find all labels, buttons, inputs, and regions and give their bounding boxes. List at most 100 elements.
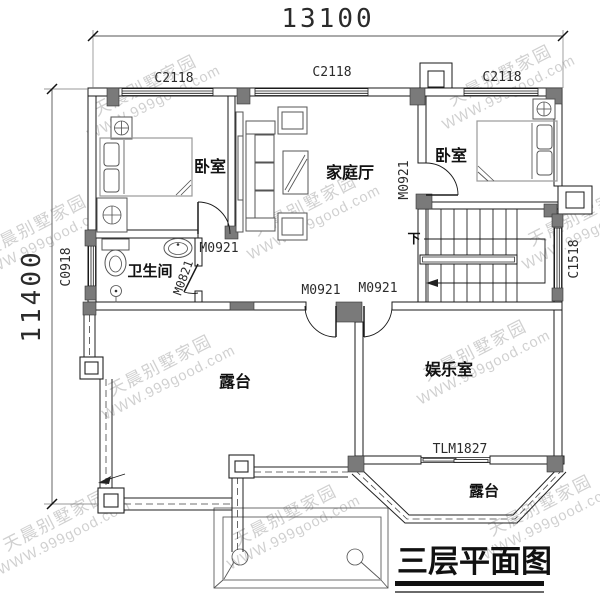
wall-middle-right <box>391 301 563 311</box>
room-labels: 卧室 家庭厅 卧室 卫生间 露台 娱乐室 露台 <box>127 146 499 500</box>
drain-arrow <box>98 473 126 484</box>
wall-bathroom-right-stub <box>194 290 203 303</box>
pillow <box>103 168 120 193</box>
watermark: 天晨别墅家园 WWW.999good.com <box>415 316 553 408</box>
windows <box>88 88 562 463</box>
pillow <box>103 142 120 167</box>
column <box>415 193 433 210</box>
door-bathroom <box>183 263 199 294</box>
bed <box>99 137 193 197</box>
terrace-railings <box>79 315 348 552</box>
column <box>409 87 426 106</box>
stair-direction-arrow <box>426 279 438 287</box>
watermark: 天晨别墅家园 WWW.999good.com <box>100 331 238 423</box>
window-label-c2118-mid: C2118 <box>312 65 351 80</box>
door-entertainment <box>363 305 393 338</box>
room-label-bedroom-left: 卧室 <box>194 157 226 176</box>
toilet-bowl <box>104 249 127 277</box>
window-c2118-mid <box>254 88 369 96</box>
right-bump-out-inner <box>565 191 585 209</box>
column <box>551 287 564 302</box>
porch-roof-below <box>213 507 389 589</box>
title-underline-thick <box>395 581 544 586</box>
column <box>335 301 363 323</box>
pillow <box>536 124 553 150</box>
column <box>236 87 251 105</box>
stair-handrail <box>419 254 518 265</box>
sliding-door-tlm1827 <box>421 457 490 463</box>
room-label-bedroom-right: 卧室 <box>435 146 467 165</box>
window-c2118-left <box>121 88 214 96</box>
door-label-tlm1827: TLM1827 <box>433 442 488 457</box>
wall-bedroom-hall <box>227 95 236 239</box>
column <box>84 229 97 247</box>
column <box>229 301 255 311</box>
sofa-back <box>245 133 256 219</box>
drawing-title-block: 三层平面图 <box>395 544 552 593</box>
column <box>106 87 120 107</box>
stair-direction-path <box>424 238 546 284</box>
door-label-m0821-bathroom: M0821 <box>170 258 196 297</box>
stair-down-label: 下 <box>407 231 420 246</box>
column <box>546 455 564 473</box>
sofa-armrest <box>245 120 276 135</box>
doors <box>183 162 459 338</box>
round-column <box>346 548 364 566</box>
dimension-top: 13100 <box>87 4 569 88</box>
room-label-terrace-bay: 露台 <box>469 482 499 500</box>
window-c2118-right <box>463 88 539 96</box>
bay-terrace-railing <box>351 465 567 524</box>
wall-bathroom-right <box>194 237 203 267</box>
drawing-title: 三层平面图 <box>397 544 552 579</box>
door-label-m0921-terrace: M0921 <box>301 283 340 298</box>
sofa-cushion <box>254 162 275 191</box>
door-label-m0921-bedroom-right: M0921 <box>397 160 412 199</box>
window-label-c2118-right: C2118 <box>482 70 521 85</box>
door-label-m0921-entertainment: M0921 <box>358 281 397 296</box>
furniture-family-hall <box>235 106 309 241</box>
columns <box>82 87 564 473</box>
door-bedroom-left <box>197 201 231 235</box>
furniture-bedroom-right <box>476 98 558 182</box>
dimension-left: 11400 <box>17 83 99 510</box>
column <box>84 285 97 301</box>
door-bedroom-right <box>425 162 459 196</box>
dimension-width-label: 13100 <box>281 4 374 34</box>
round-column <box>231 548 249 566</box>
column <box>347 455 365 473</box>
wall-right-lower <box>553 309 563 457</box>
wall-middle-left <box>87 301 307 311</box>
column <box>82 301 97 316</box>
pillow <box>536 150 553 176</box>
toilet-tank <box>101 238 130 251</box>
sofa-armrest <box>245 217 276 232</box>
window-label-c0918: C0918 <box>59 247 74 286</box>
room-label-terrace-main: 露台 <box>219 372 251 391</box>
sofa-cushion <box>254 134 275 163</box>
wall-entertainment-bottom-right <box>489 455 565 465</box>
wall-entertainment-left <box>354 321 364 457</box>
column <box>551 213 564 228</box>
chimney-flue <box>427 70 445 88</box>
window-label-c1518: C1518 <box>567 239 582 278</box>
window-c0918 <box>88 245 96 287</box>
wall-hall-bedroom-right <box>417 95 427 164</box>
furniture-bathroom <box>101 238 193 303</box>
door-label-m0921-bedroom-left: M0921 <box>199 241 238 256</box>
bed <box>476 120 558 182</box>
room-label-family-hall: 家庭厅 <box>326 163 374 182</box>
window-label-c2118-left: C2118 <box>154 71 193 86</box>
wall-stair-top <box>417 201 563 210</box>
dimension-height-label: 11400 <box>17 249 47 342</box>
tv <box>237 135 244 201</box>
wall-entertainment-bottom-left <box>354 455 422 465</box>
room-label-bathroom: 卫生间 <box>127 262 172 280</box>
sofa-cushion <box>254 190 275 219</box>
opening-labels: C2118 C2118 C2118 C0918 C1518 M0921 M092… <box>59 65 582 457</box>
staircase: 下 <box>407 209 546 302</box>
furniture-bedroom-left <box>96 116 193 233</box>
room-label-entertainment: 娱乐室 <box>425 360 473 379</box>
door-terrace <box>304 305 337 338</box>
